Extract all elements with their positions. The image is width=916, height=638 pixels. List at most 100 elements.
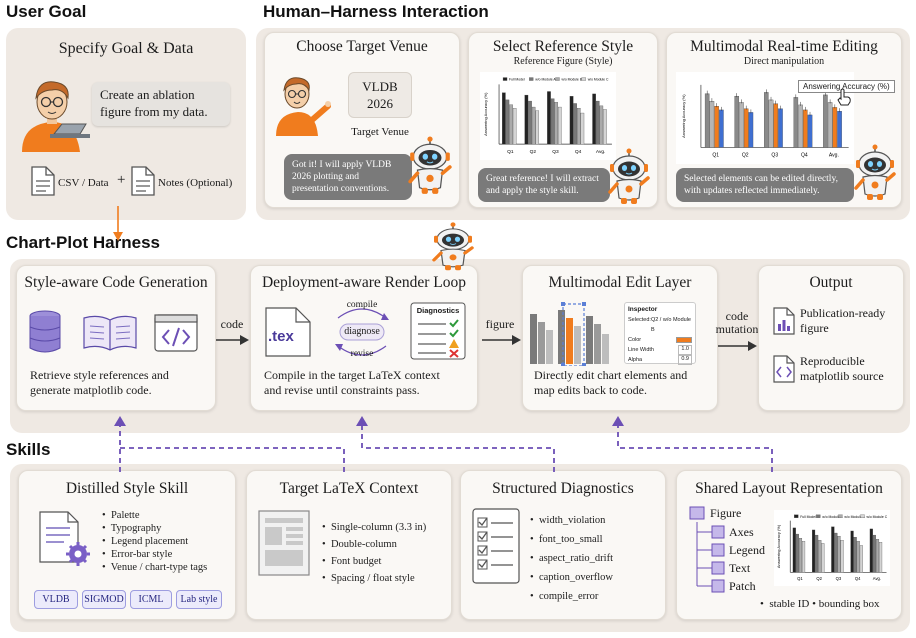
tex-file-icon bbox=[265, 307, 311, 357]
axis-label-tooltip[interactable]: Answering Accuracy (%) bbox=[798, 80, 895, 93]
diagnostics-title: Structured Diagnostics bbox=[492, 480, 634, 497]
edit-bar-chart-icon[interactable] bbox=[528, 300, 624, 366]
layout-representation-title: Shared Layout Representation bbox=[695, 480, 883, 497]
thumb-legend-swatch bbox=[838, 514, 843, 518]
tag-sigmod[interactable]: SIGMOD bbox=[82, 590, 126, 609]
thumb-bar bbox=[734, 95, 740, 148]
thumb-bar bbox=[502, 92, 506, 145]
desc-line: generate matplotlib code. bbox=[30, 383, 152, 397]
robot-mascot-icon bbox=[854, 144, 896, 200]
venue-badge[interactable]: VLDB 2026 bbox=[348, 72, 412, 118]
bubble-line: 2026 plotting and bbox=[292, 172, 360, 182]
diagnostics-item: • width_violation bbox=[530, 515, 606, 526]
loop-diagnose-label: diagnose bbox=[344, 326, 380, 337]
thumb-bar bbox=[859, 545, 863, 573]
thumb-bar bbox=[823, 94, 828, 148]
tree-node-axes: Axes bbox=[729, 525, 754, 539]
output-line: Reproducible bbox=[800, 354, 865, 368]
alpha-field[interactable]: 0.9 bbox=[678, 355, 692, 365]
thumb-bar bbox=[821, 543, 825, 573]
arrow-label-code: code bbox=[220, 317, 244, 331]
thumb-legend-label: w/o Module C bbox=[588, 78, 609, 82]
tree-node-figure: Figure bbox=[710, 506, 742, 520]
section-title-user-goal: User Goal bbox=[6, 2, 87, 21]
thumb-legend-swatch bbox=[860, 514, 865, 518]
inspector-key: Selected: bbox=[628, 317, 651, 323]
output-line: matplotlib source bbox=[800, 369, 884, 383]
figure-file-icon bbox=[773, 307, 795, 335]
codegen-title: Style-aware Code Generation bbox=[24, 274, 208, 291]
output-card bbox=[758, 265, 904, 411]
thumb-legend-swatch bbox=[816, 514, 821, 518]
page-layout-icon bbox=[258, 510, 310, 576]
tag-vldb[interactable]: VLDB bbox=[34, 590, 78, 609]
inspector-row[interactable]: Color bbox=[628, 335, 692, 345]
line-width-field[interactable]: 1.0 bbox=[678, 345, 692, 355]
thumb-bar bbox=[573, 103, 577, 145]
bubble-line: and apply the style skill. bbox=[486, 186, 579, 196]
style-skill-title: Distilled Style Skill bbox=[65, 480, 189, 497]
arrow-label-line: mutation bbox=[715, 322, 759, 336]
output-figure-label: Publication-ready figure bbox=[800, 306, 885, 336]
inspector-value: Q2 / w/o Module B bbox=[650, 317, 691, 333]
thumb-tick-label: Q1 bbox=[797, 576, 803, 581]
output-line: Publication-ready bbox=[800, 306, 886, 320]
style-skill-item: • Palette bbox=[102, 510, 140, 521]
layout-footer-text: stable ID • bounding box bbox=[769, 598, 880, 610]
inspector-panel[interactable]: Inspector Selected: Q2 / w/o Module B Co… bbox=[624, 302, 696, 365]
thumb-tick-label: Q1 bbox=[712, 153, 719, 159]
thumb-bar bbox=[853, 537, 857, 573]
thumb-bar bbox=[792, 527, 796, 573]
style-document-gear-icon bbox=[39, 511, 90, 566]
tag-lab-style[interactable]: Lab style bbox=[176, 590, 222, 609]
desc-line: Retrieve style references and bbox=[30, 368, 169, 382]
color-swatch[interactable] bbox=[676, 337, 692, 343]
inspector-row[interactable]: Line Width 1.0 bbox=[628, 345, 692, 355]
arrow-label-mutation: code mutation bbox=[712, 310, 762, 336]
inspector-key: Line Width bbox=[628, 347, 654, 353]
thumb-tick-label: Q4 bbox=[801, 153, 808, 159]
editing-bubble: Selected elements can be edited directly… bbox=[676, 168, 854, 202]
notes-file-icon bbox=[131, 166, 155, 196]
thumb-tick-label: Q2 bbox=[816, 576, 822, 581]
editing-title: Multimodal Real-time Editing bbox=[690, 38, 878, 55]
venue-badge-line: 2026 bbox=[367, 96, 393, 111]
tree-node-patch: Patch bbox=[729, 579, 756, 593]
layout-footer: • stable ID • bounding box bbox=[760, 598, 880, 610]
checklist-icon bbox=[472, 508, 520, 584]
style-skill-list: • Palette • Typography • Legend placemen… bbox=[102, 507, 207, 576]
thumb-bar bbox=[505, 99, 510, 145]
thumb-ylabel: Answering Accuracy (%) bbox=[681, 94, 686, 138]
inspector-row[interactable]: Alpha 0.9 bbox=[628, 355, 692, 365]
style-skill-item: • Legend placement bbox=[102, 536, 189, 547]
thumb-bar bbox=[704, 93, 710, 148]
thumb-bar bbox=[739, 102, 744, 148]
goal-to-harness-arrow bbox=[113, 206, 123, 241]
thumb-bar bbox=[577, 108, 581, 145]
compile-loop-icon bbox=[335, 308, 389, 356]
thumb-bar bbox=[837, 535, 841, 573]
book-icon bbox=[83, 315, 137, 351]
thumb-bar bbox=[554, 102, 558, 145]
bubble-line: Selected elements can be edited directly… bbox=[684, 174, 838, 184]
inspector-row[interactable]: Selected: Q2 / w/o Module B bbox=[628, 315, 692, 335]
thumb-legend-label: w/o Module A bbox=[822, 515, 843, 519]
notes-label: Notes (Optional) bbox=[158, 177, 233, 189]
tag-icml[interactable]: ICML bbox=[130, 590, 172, 609]
thumb-bar bbox=[818, 540, 822, 573]
thumb-tick-label: Q4 bbox=[855, 576, 861, 581]
tree-node-text: Text bbox=[729, 561, 751, 575]
thumb-tick-label: Q3 bbox=[552, 149, 559, 155]
bubble-line: presentation conventions. bbox=[292, 184, 390, 194]
user-goal-title: Specify Goal & Data bbox=[58, 40, 194, 57]
thumb-bar bbox=[793, 97, 799, 148]
thumb-bar bbox=[778, 108, 783, 148]
thumb-bar bbox=[812, 529, 816, 573]
thumb-bar bbox=[879, 542, 883, 573]
section-title-skills: Skills bbox=[6, 440, 51, 459]
user-speech-line: Create an ablation bbox=[100, 87, 195, 102]
plus-sign: + bbox=[117, 172, 126, 188]
thumb-bar bbox=[595, 100, 600, 145]
csv-label: CSV / Data bbox=[58, 177, 109, 189]
arrow-label-figure: figure bbox=[485, 317, 515, 331]
